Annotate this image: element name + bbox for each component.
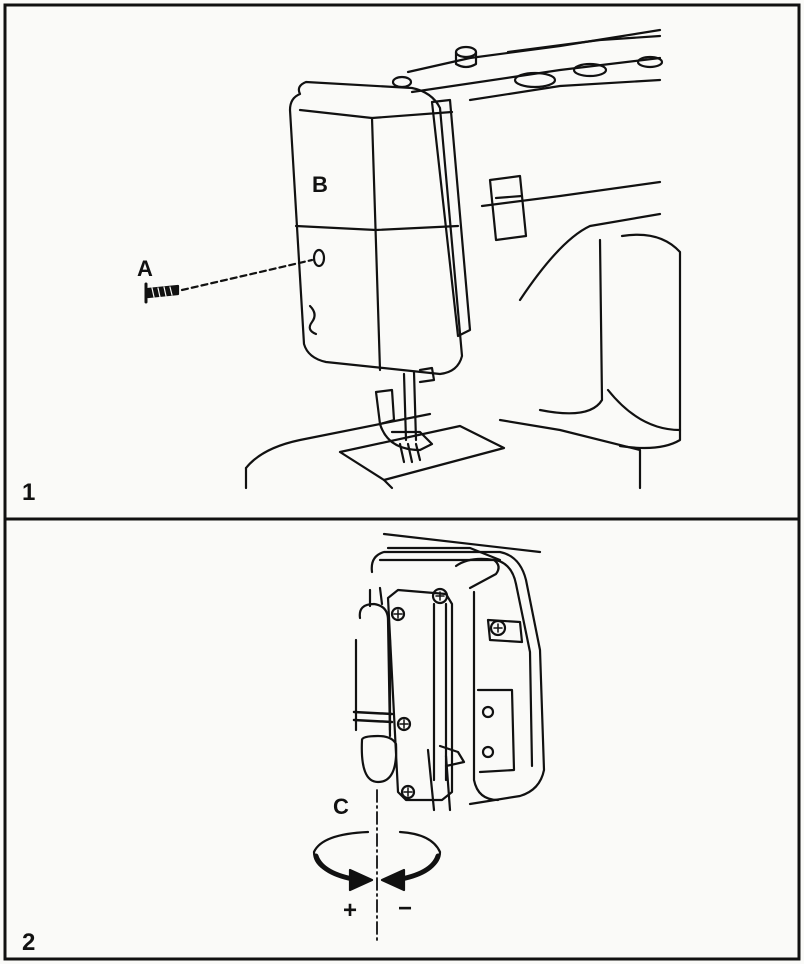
label-plus: + — [343, 897, 357, 924]
label-b: B — [312, 172, 328, 197]
rotation-arrows — [312, 830, 442, 892]
label-a: A — [137, 256, 153, 281]
panel-2-number: 2 — [22, 929, 35, 956]
panel-1-number: 1 — [22, 479, 35, 506]
panel-2 — [312, 532, 546, 941]
label-c: C — [333, 794, 349, 819]
sewing-machine-drawing — [244, 28, 682, 490]
needle-bar-mechanism-drawing — [352, 532, 546, 812]
screw-a — [144, 282, 180, 304]
panel-1 — [144, 28, 682, 490]
label-minus: − — [398, 895, 412, 922]
screw-guide-line — [180, 258, 314, 292]
outer-frame — [3, 3, 801, 961]
